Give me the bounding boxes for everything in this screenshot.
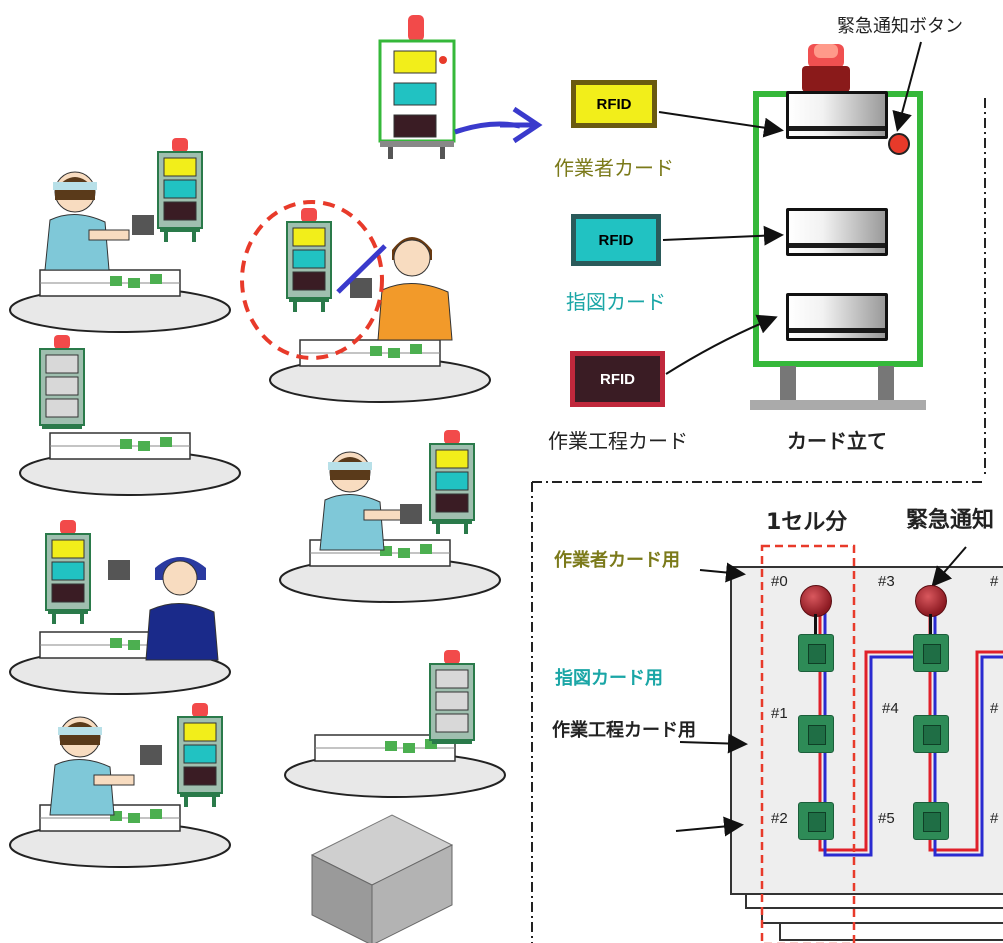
button-lead [929,614,932,636]
rfid-module-icon [798,634,834,672]
worker-card-label: 作業者カード [554,156,674,180]
module-number: #0 [771,573,788,590]
workstation-2 [269,207,491,403]
rfid-module-icon [913,802,949,840]
emergency-button-icon [800,585,832,617]
server-box-icon [310,814,454,943]
module-number: # [990,573,999,590]
workstation-4 [9,519,231,695]
rfid-module-icon [798,715,834,753]
process-card-label: 作業工程カード [548,429,688,453]
workstation-5 [9,702,231,868]
workstation-1 [9,137,231,333]
module-number: #4 [882,700,899,717]
card-slot-2 [786,208,888,256]
card-slot-3 [786,293,888,341]
button-lead [814,614,817,636]
card-slot-1 [786,91,888,139]
worker-card-for-label: 作業者カード用 [554,550,680,571]
rfid-module-icon [913,634,949,672]
rfid-card-worker: RFID [571,80,657,128]
emergency-button-icon [915,585,947,617]
workstations-illustration [9,15,520,943]
highlight-circle [240,200,384,360]
workstation-6 [279,429,501,603]
blue-arrow-head [500,106,543,144]
emergency-notify-label: 緊急通知 [906,508,995,533]
module-number: #2 [771,810,788,827]
instruction-card-for-label: 指図カード用 [555,668,663,689]
enlarged-tower [378,15,456,159]
rfid-card-process: RFID [570,351,665,407]
rfid-module-icon [798,802,834,840]
rfid-card-instruction: RFID [571,214,661,266]
instruction-card-label: 指図カード [566,290,666,314]
one-cell-label: 1セル分 [766,510,848,535]
rfid-module-icon [913,715,949,753]
module-number: # [990,700,999,717]
process-card-for-label: 作業工程カード用 [552,720,696,741]
module-number: #5 [878,810,895,827]
card-stand-label: カード立て [787,429,887,453]
module-number: #1 [771,705,788,722]
emergency-button-icon [888,133,910,155]
emergency-button-label: 緊急通知ボタン [837,16,963,37]
module-number: #3 [878,573,895,590]
module-number: # [990,810,999,827]
